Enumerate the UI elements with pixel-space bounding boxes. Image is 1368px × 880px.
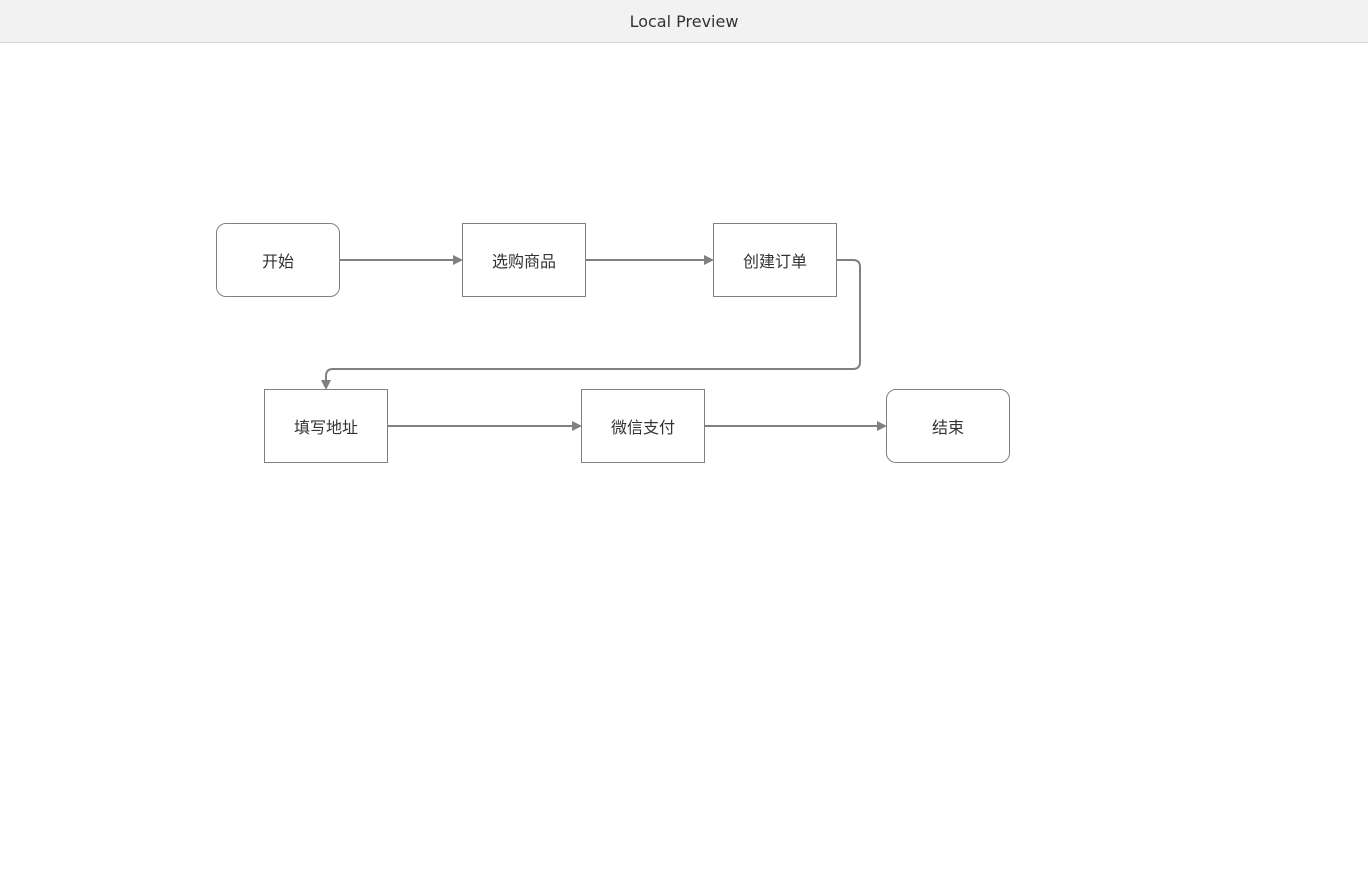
node-start[interactable]: 开始 — [216, 223, 340, 297]
edge-order-to-address — [321, 259, 861, 390]
window-title: Local Preview — [629, 11, 739, 31]
node-start-label: 开始 — [261, 252, 294, 271]
node-select-goods[interactable]: 选购商品 — [462, 223, 586, 297]
node-end-label: 结束 — [931, 418, 964, 437]
node-wechat-pay[interactable]: 微信支付 — [581, 389, 705, 463]
node-end[interactable]: 结束 — [886, 389, 1010, 463]
node-select-goods-label: 选购商品 — [491, 252, 556, 271]
node-fill-address[interactable]: 填写地址 — [264, 389, 388, 463]
node-create-order[interactable]: 创建订单 — [713, 223, 837, 297]
window-titlebar: Local Preview — [0, 0, 1368, 43]
node-wechat-pay-label: 微信支付 — [610, 418, 675, 437]
flowchart-connectors — [321, 255, 887, 431]
node-fill-address-label: 填写地址 — [293, 418, 358, 437]
diagram-canvas: 开始 选购商品 创建订单 填写地址 微信支付 结束 — [0, 44, 1368, 880]
node-create-order-label: 创建订单 — [742, 252, 807, 271]
